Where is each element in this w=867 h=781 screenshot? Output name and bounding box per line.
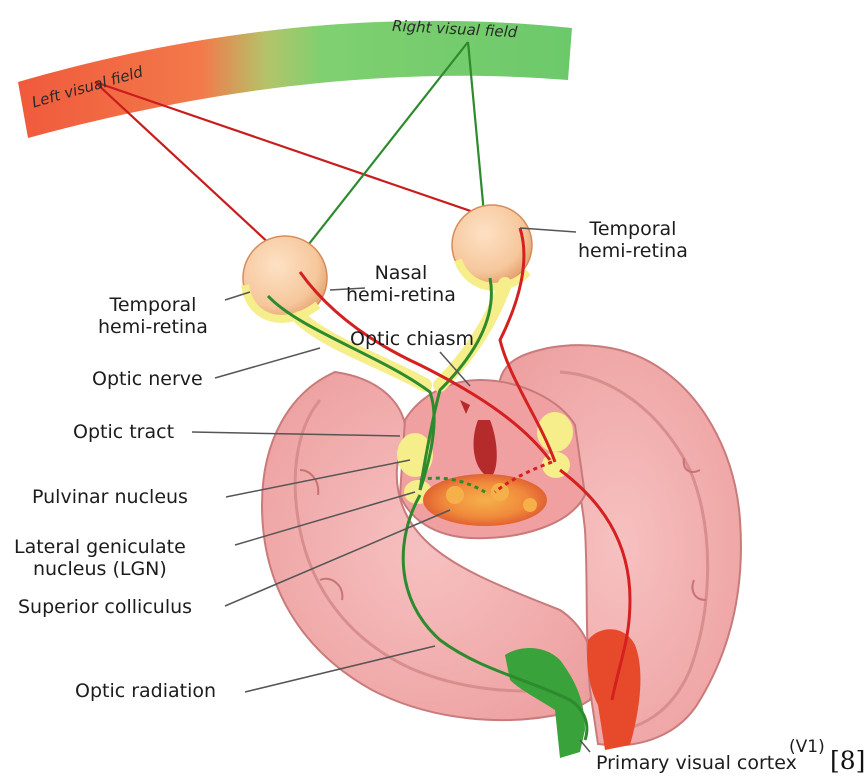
lgn-label: Lateral geniculate nucleus (LGN) bbox=[14, 536, 186, 580]
pulvinar-nucleus-label: Pulvinar nucleus bbox=[32, 486, 188, 508]
nasal-line2: hemi-retina bbox=[346, 284, 456, 306]
nasal-line1: Nasal bbox=[346, 262, 456, 284]
temporal-left-line2: hemi-retina bbox=[98, 316, 208, 338]
temporal-left-line1: Temporal bbox=[98, 294, 208, 316]
primary-visual-cortex-label: Primary visual cortex bbox=[596, 752, 797, 774]
optic-chiasm-label: Optic chiasm bbox=[350, 328, 474, 350]
nasal-hemi-retina-label: Nasal hemi-retina bbox=[346, 262, 456, 306]
optic-nerve-label: Optic nerve bbox=[92, 368, 203, 390]
colliculus-bump bbox=[523, 498, 537, 512]
left-eye bbox=[243, 236, 327, 320]
optic-radiation-label: Optic radiation bbox=[75, 680, 216, 702]
temporal-right-line1: Temporal bbox=[578, 218, 688, 240]
right-eye bbox=[452, 205, 532, 287]
temporal-right-line2: hemi-retina bbox=[578, 240, 688, 262]
superior-colliculus-label: Superior colliculus bbox=[18, 596, 192, 618]
citation-marker: [8] bbox=[830, 746, 865, 775]
optic-tract-label: Optic tract bbox=[73, 421, 174, 443]
temporal-hemi-retina-right-label: Temporal hemi-retina bbox=[578, 218, 688, 262]
colliculus-bump bbox=[446, 486, 464, 504]
lgn-line2: nucleus (LGN) bbox=[14, 558, 186, 580]
lgn-line1: Lateral geniculate bbox=[14, 536, 186, 558]
temporal-hemi-retina-left-label: Temporal hemi-retina bbox=[98, 294, 208, 338]
